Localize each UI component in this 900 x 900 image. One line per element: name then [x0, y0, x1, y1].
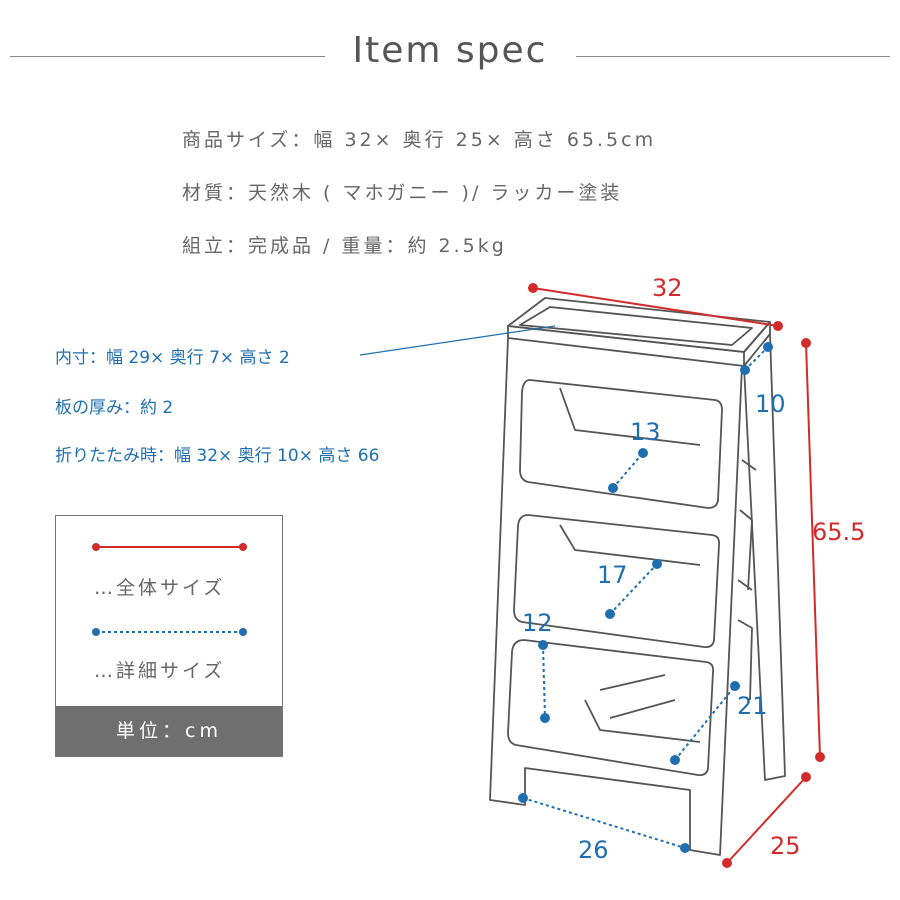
legend-box: …全体サイズ …詳細サイズ 単位：cm [55, 515, 283, 757]
overall-dimension-lines [528, 283, 825, 868]
spec-assembly-weight: 組立：完成品 / 重量：約 2.5kg [182, 235, 507, 257]
legend-detail-label: …詳細サイズ [94, 660, 226, 682]
dim-bottom-width-label: 26 [578, 836, 609, 864]
note-folded-size: 折りたたみ時：幅 32× 奥行 10× 高さ 66 [55, 446, 380, 466]
dim-depth-label: 25 [770, 832, 801, 860]
dim-step3-depth-label: 21 [737, 692, 768, 720]
header-rule-left [10, 56, 325, 57]
page-title: Item spec [352, 30, 548, 71]
legend-overall-label: …全体サイズ [94, 577, 226, 599]
spec-material: 材質：天然木 ( マホガニー )/ ラッカー塗装 [182, 182, 623, 204]
legend-lines [92, 543, 247, 636]
dim-tray-depth-label: 10 [755, 390, 786, 418]
dim-height-label: 65.5 [812, 518, 865, 546]
note-inner-size: 内寸：幅 29× 奥行 7× 高さ 2 [55, 348, 290, 368]
stool-outline [489, 297, 786, 856]
note-board-thickness: 板の厚み：約 2 [55, 398, 174, 418]
unit-label: 単位：cm [56, 706, 282, 756]
dim-step1-label: 13 [630, 418, 661, 446]
spec-size: 商品サイズ：幅 32× 奥行 25× 高さ 65.5cm [182, 129, 657, 151]
dim-step3-height-label: 12 [522, 609, 553, 637]
dim-step2-label: 17 [597, 561, 628, 589]
header-rule-right [576, 56, 890, 57]
dim-width-label: 32 [652, 274, 683, 302]
detail-dimension-lines [359, 325, 773, 853]
